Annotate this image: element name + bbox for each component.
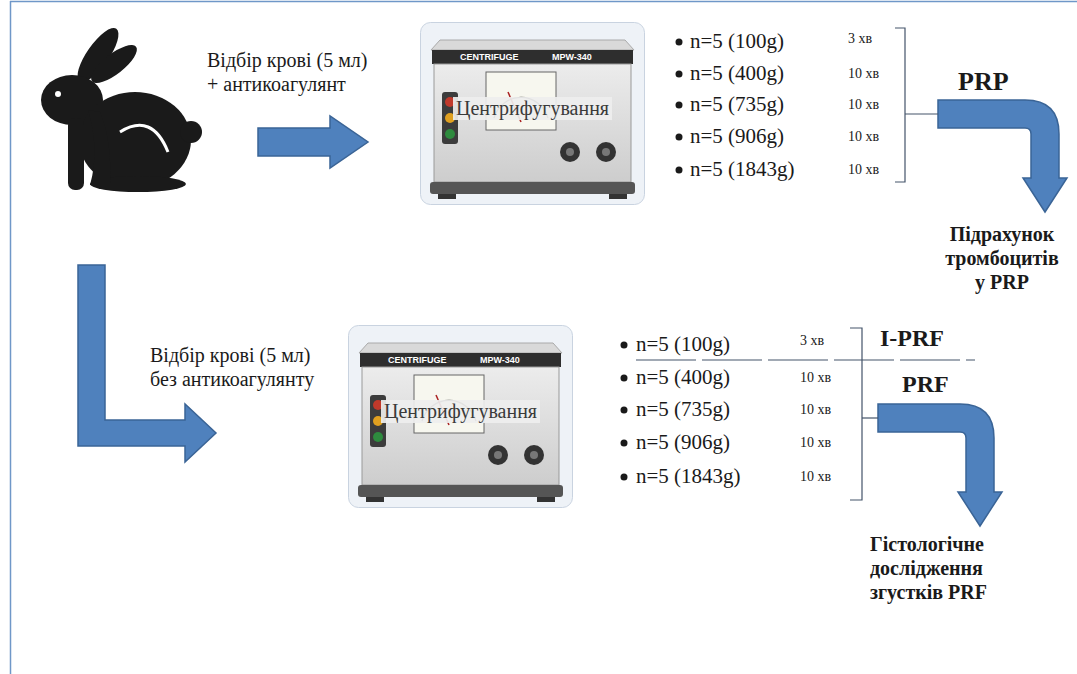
sampling-label: Відбір крові (5 мл) без антикоагулянту [150,343,335,391]
sample-group: n=5 (400g) [690,61,784,86]
spin-time: 10 хв [800,370,831,387]
spin-time: 10 хв [848,162,879,179]
device-model: MPW-340 [480,356,520,365]
spin-time: 10 хв [848,66,879,83]
sample-group: n=5 (906g) [636,430,730,455]
sample-group: n=5 (100g) [636,332,730,357]
analysis-label: Підрахунок тромбоцитів у PRP [938,222,1066,294]
spin-time: 10 хв [848,97,879,114]
sampling-label: Відбір крові (5 мл) + антикоагулянт [207,48,377,96]
rabbit-icon [41,22,202,192]
sample-group: n=5 (735g) [690,92,784,117]
product-label: PRF [902,372,949,396]
process-caption: Центрифугування [453,97,612,120]
spin-time: 10 хв [800,469,831,486]
sample-group: n=5 (906g) [690,124,784,149]
sample-group: n=5 (400g) [636,365,730,390]
spin-time: 10 хв [800,402,831,419]
spin-time: 10 хв [848,129,879,146]
sample-group: n=5 (1843g) [636,464,741,489]
spin-time: 10 хв [800,435,831,452]
sample-group: n=5 (1843g) [690,157,795,182]
device-brand: CENTRIFUGE [460,53,519,62]
spin-time: 3 хв [848,31,872,48]
centrifuge-node: CENTRIFUGE MPW-340Центрифугування [420,22,645,205]
device-model: MPW-340 [552,53,592,62]
sample-group: n=5 (100g) [690,29,784,54]
centrifuge-node: CENTRIFUGE MPW-340Центрифугування [348,325,573,508]
device-brand: CENTRIFUGE [388,356,447,365]
product-label: I-PRF [880,326,944,350]
sample-group: n=5 (735g) [636,397,730,422]
analysis-label: Гістологічне дослідження згустків PRF [870,532,1035,604]
process-caption: Центрифугування [381,400,540,423]
product-label: PRP [958,69,1009,95]
spin-time: 3 хв [800,333,824,350]
